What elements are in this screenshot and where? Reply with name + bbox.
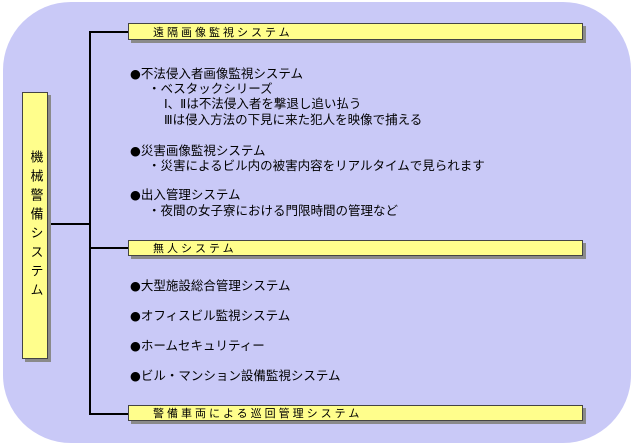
connector-branch-2 xyxy=(89,247,129,249)
item-intruder-monitoring-title: ●不法侵入者画像監視システム xyxy=(130,66,304,81)
root-node-label: 機械警備システム xyxy=(27,149,43,302)
item-access-control-title: ●出入管理システム xyxy=(130,187,241,202)
item-disaster-monitoring-title: ●災害画像監視システム xyxy=(130,143,266,158)
item-disaster-monitoring-line-1: ・災害によるビル内の被害内容をリアルタイムで見られます xyxy=(148,158,485,173)
item-building-equipment: ●ビル・マンション設備監視システム xyxy=(130,368,341,383)
background-panel xyxy=(3,2,631,443)
item-large-facility: ●大型施設総合管理システム xyxy=(130,278,291,293)
item-home-security: ●ホームセキュリティー xyxy=(130,338,265,353)
item-office-building: ●オフィスビル監視システム xyxy=(130,308,291,323)
connector-root-horizontal xyxy=(49,223,90,225)
item-intruder-monitoring-line-2: Ⅰ、Ⅱは不法侵入者を撃退し追い払う xyxy=(164,96,362,111)
connector-branch-3 xyxy=(89,413,129,415)
item-intruder-monitoring-line-1: ・ベスタックシリーズ xyxy=(148,81,273,96)
connector-trunk-vertical xyxy=(89,31,91,415)
item-access-control-line-1: ・夜間の女子寮における門限時間の管理など xyxy=(148,203,399,218)
root-node-box: 機械警備システム xyxy=(22,92,48,359)
category-unmanned-system: 無人システム xyxy=(128,240,583,256)
category-patrol-management: 警備車両による巡回管理システム xyxy=(128,405,583,421)
connector-branch-1 xyxy=(89,31,129,33)
item-intruder-monitoring-line-3: Ⅲは侵入方法の下見に来た犯人を映像で捕える xyxy=(164,112,423,127)
category-remote-image-monitoring: 遠隔画像監視システム xyxy=(128,23,583,40)
